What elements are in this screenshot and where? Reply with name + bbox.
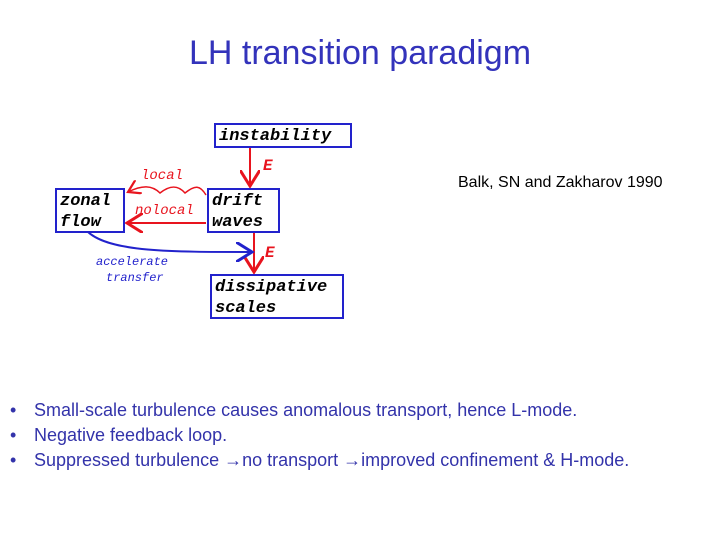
bullet-text: Suppressed turbulence →no transport →imp…	[34, 450, 630, 470]
bullet-item: • Negative feedback loop.	[10, 425, 629, 450]
node-drift-waves: drift waves	[207, 188, 280, 233]
bullet-dot: •	[10, 400, 17, 420]
bullet-list: • Small-scale turbulence causes anomalous…	[10, 400, 629, 475]
label-nolocal: nolocal	[135, 203, 194, 219]
label-e-top: E	[263, 157, 273, 175]
bullet-item: • Suppressed turbulence →no transport →im…	[10, 450, 629, 475]
node-zonal-flow: zonal flow	[55, 188, 125, 233]
node-label: zonal	[60, 192, 112, 211]
arrow-accelerate-transfer	[87, 231, 252, 252]
bullet-item: • Small-scale turbulence causes anomalous…	[10, 400, 629, 425]
label-accelerate: accelerate	[96, 255, 169, 269]
bullet-text: Negative feedback loop.	[34, 425, 228, 445]
node-label: dissipative	[215, 278, 328, 297]
node-label: flow	[60, 213, 101, 232]
label-e-bottom: E	[265, 244, 275, 262]
node-label: drift	[212, 192, 264, 211]
node-label: instability	[219, 127, 332, 146]
node-dissipative-scales: dissipative scales	[210, 274, 344, 319]
node-label: scales	[215, 299, 277, 318]
bullet-dot: •	[10, 425, 17, 445]
node-label: waves	[212, 213, 264, 232]
citation: Balk, SN and Zakharov 1990	[458, 174, 663, 191]
node-instability: instability	[214, 123, 352, 148]
bullet-dot: •	[10, 450, 17, 470]
bullet-text: Small-scale turbulence causes anomalous …	[34, 400, 578, 420]
slide-title: LH transition paradigm	[188, 34, 532, 72]
arrow-local	[128, 187, 207, 196]
label-local: local	[141, 168, 184, 184]
label-transfer: transfer	[106, 271, 164, 285]
